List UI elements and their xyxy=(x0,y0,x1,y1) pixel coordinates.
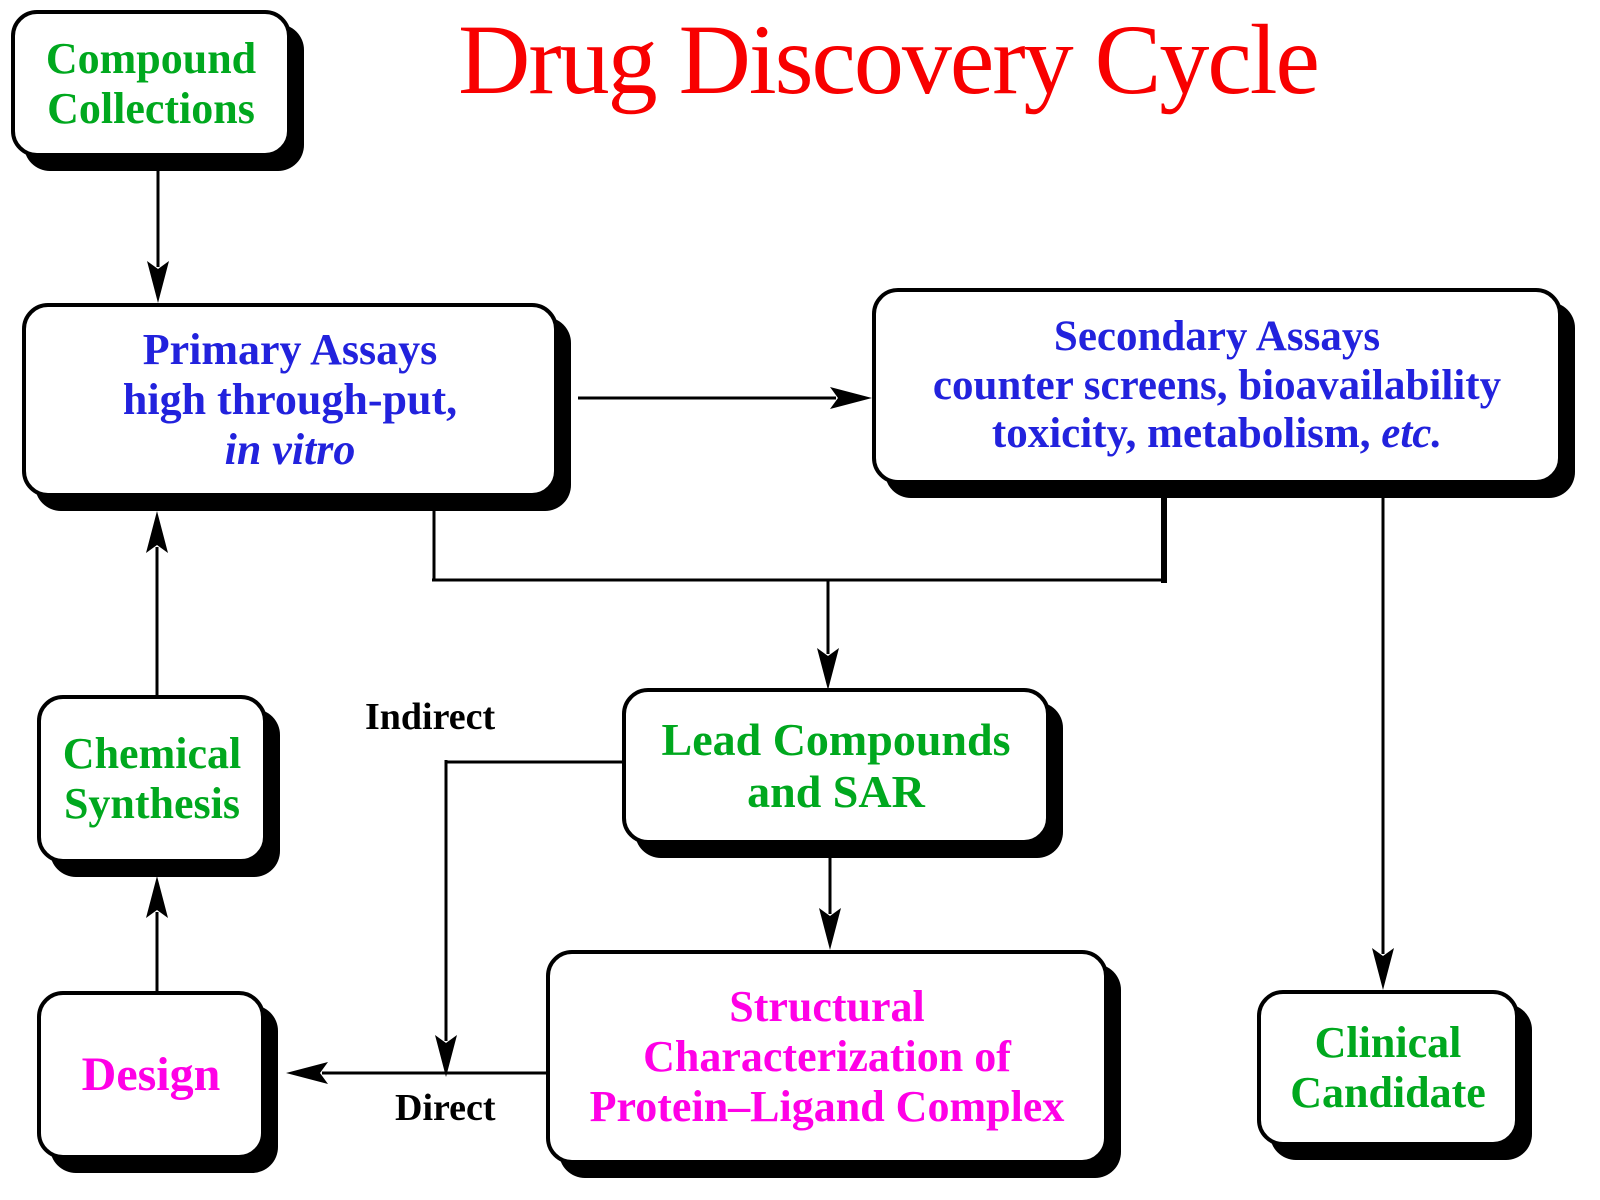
edge-label-direct: Direct xyxy=(395,1087,496,1129)
arrow-lead-to-structural xyxy=(819,846,841,950)
node-line: Secondary Assays xyxy=(1053,313,1381,361)
arrow-primary-to-secondary xyxy=(578,387,872,409)
arrow-design-to-chemical xyxy=(146,876,168,991)
arrow-chemical-to-primary xyxy=(146,511,168,695)
node-secondary-assays: Secondary Assays counter screens, bioava… xyxy=(872,288,1562,484)
arrow-indirect-path xyxy=(435,760,622,1077)
node-primary-assays: Primary Assays high through-put, in vitr… xyxy=(22,303,558,497)
node-line: Design xyxy=(81,1047,221,1101)
node-line: Synthesis xyxy=(63,779,241,828)
node-clinical-candidate: Clinical Candidate xyxy=(1257,990,1519,1146)
node-line: high through-put, xyxy=(122,375,458,425)
node-line: Compound xyxy=(45,33,257,83)
edge-label-indirect: Indirect xyxy=(365,696,496,738)
diagram-title: Drug Discovery Cycle xyxy=(458,4,1320,115)
node-line: Chemical xyxy=(62,729,242,779)
node-lead-compounds: Lead Compounds and SAR xyxy=(622,688,1050,844)
node-line: in vitro xyxy=(224,424,356,474)
node-line: and SAR xyxy=(747,766,925,817)
node-line: Collections xyxy=(47,83,255,133)
arrow-structural-to-design xyxy=(286,1062,546,1084)
node-line: Lead Compounds xyxy=(661,714,1011,766)
arrow-junction-to-lead-compounds xyxy=(817,580,839,690)
node-structural-characterization: Structural Characterization of Protein–L… xyxy=(546,950,1108,1164)
node-line: Structural xyxy=(729,982,925,1032)
node-design: Design xyxy=(37,991,265,1159)
node-compound-collections: Compound Collections xyxy=(11,10,291,157)
node-line: Primary Assays xyxy=(142,325,438,375)
arrow-compound-to-primary xyxy=(147,170,169,303)
connector-assays-junction xyxy=(432,485,1167,583)
node-line: Candidate xyxy=(1290,1068,1486,1117)
node-line: counter screens, bioavailability xyxy=(932,361,1502,409)
node-line: Characterization of xyxy=(643,1032,1011,1082)
node-chemical-synthesis: Chemical Synthesis xyxy=(37,695,267,863)
node-line: Protein–Ligand Complex xyxy=(589,1081,1065,1131)
node-line: Clinical xyxy=(1314,1018,1462,1068)
node-line: toxicity, metabolism, etc. xyxy=(991,410,1443,458)
arrow-secondary-to-clinical xyxy=(1372,485,1394,990)
